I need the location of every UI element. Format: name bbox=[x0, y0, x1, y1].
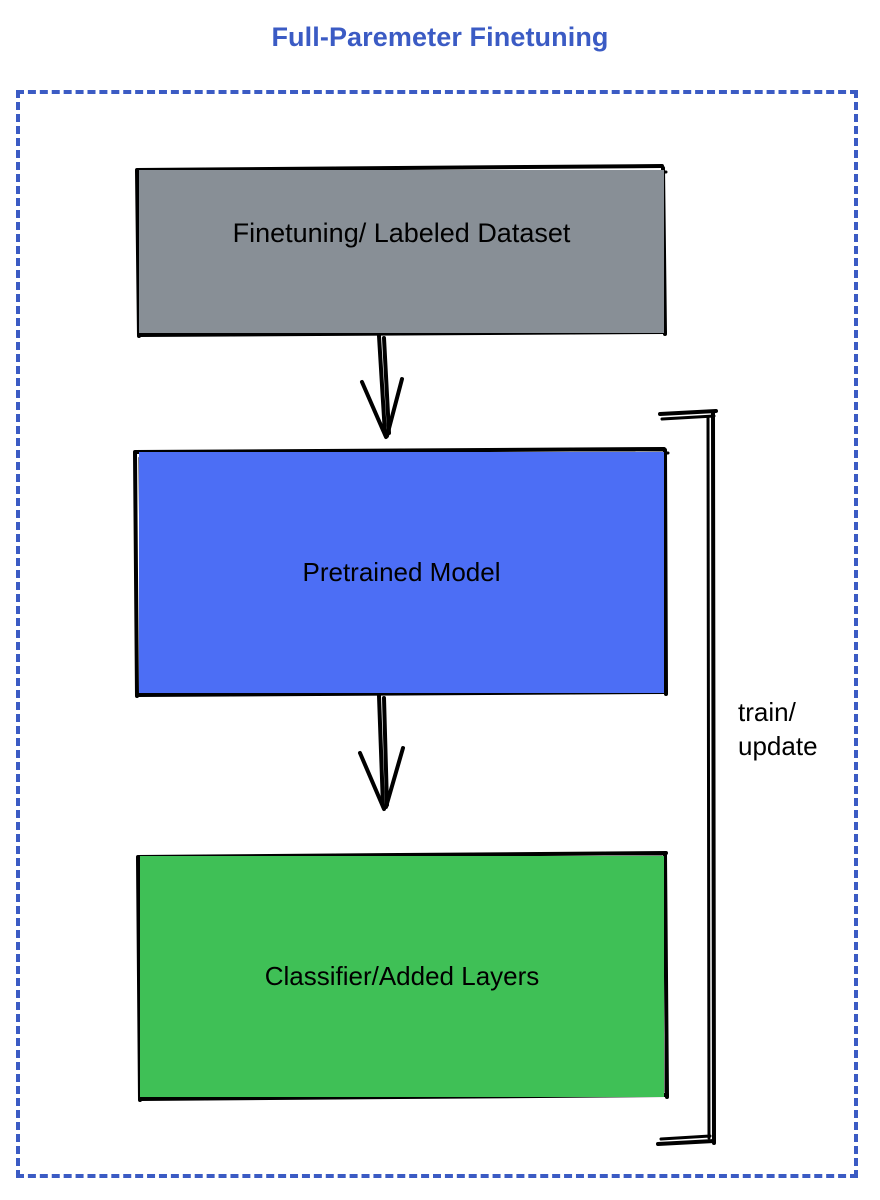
node-label-pretrained: Pretrained Model bbox=[302, 556, 501, 587]
page-title: Full-Paremeter Finetuning bbox=[271, 22, 609, 52]
diagram-outer-frame bbox=[16, 90, 858, 1178]
node-label-dataset: Finetuning/ Labeled Dataset bbox=[232, 218, 571, 248]
node-pretrained-model[interactable]: Pretrained Model bbox=[139, 452, 664, 693]
edge-label-train-update: train/ update bbox=[738, 697, 818, 762]
node-label-classifier: Classifier/Added Layers bbox=[264, 960, 540, 991]
node-classifier-added-layers[interactable]: Classifier/Added Layers bbox=[140, 856, 664, 1097]
node-finetuning-labeled-dataset[interactable]: Finetuning/ Labeled Dataset bbox=[139, 170, 664, 333]
